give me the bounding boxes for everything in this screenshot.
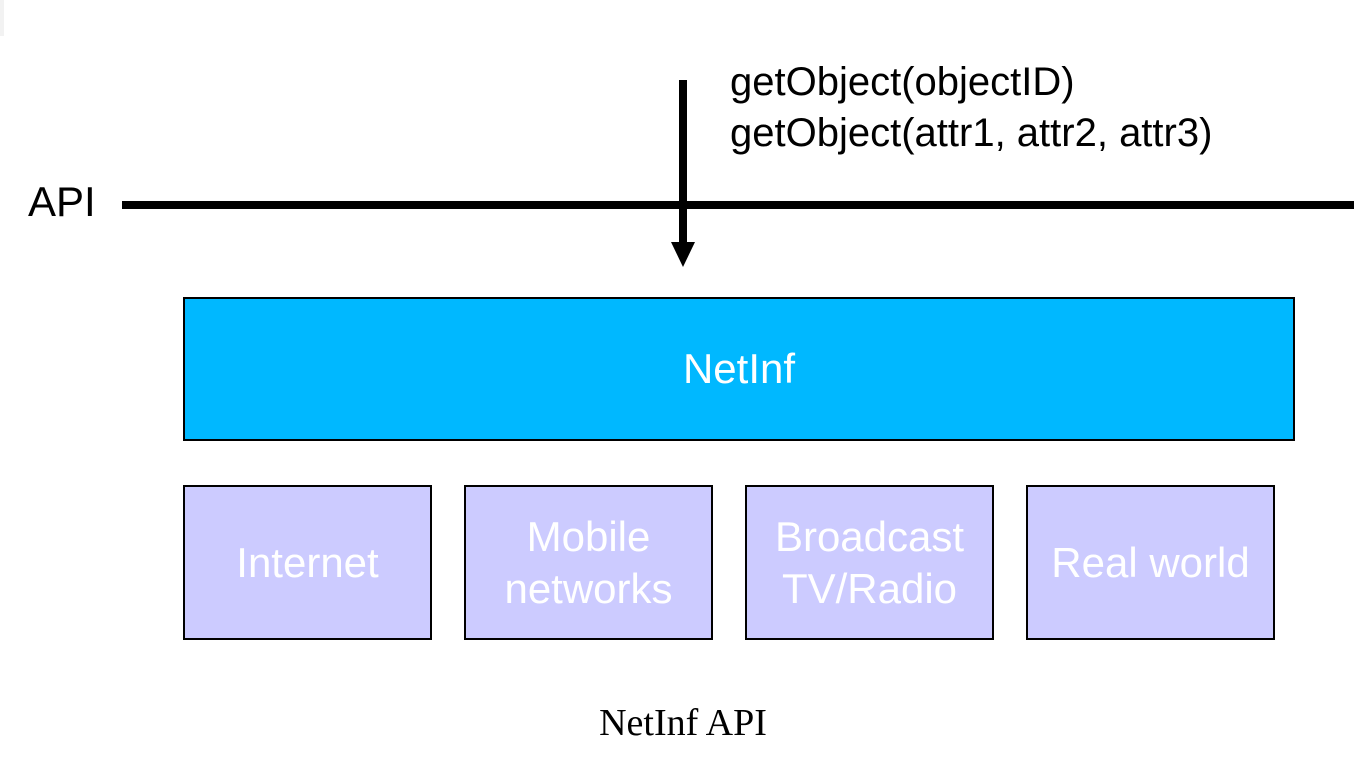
- request-arrow-shaft: [679, 80, 687, 248]
- figure-caption: NetInf API: [599, 702, 767, 744]
- call-get-object-by-attrs: getObject(attr1, attr2, attr3): [730, 111, 1213, 155]
- network-box-internet: Internet: [183, 485, 432, 640]
- netinf-box: NetInf: [183, 297, 1295, 441]
- network-box-mobile: Mobile networks: [464, 485, 713, 640]
- api-label: API: [28, 178, 96, 225]
- netinf-label: NetInf: [682, 345, 796, 392]
- api-line: [122, 201, 1354, 209]
- network-label: TV/Radio: [781, 564, 958, 612]
- call-get-object-by-id: getObject(objectID): [730, 60, 1075, 104]
- network-label: Internet: [236, 538, 379, 586]
- network-box-real-world: Real world: [1026, 485, 1275, 640]
- network-label: Mobile: [526, 512, 651, 560]
- network-label: Real world: [1051, 538, 1250, 586]
- network-label: networks: [504, 564, 673, 612]
- network-box-broadcast: Broadcast TV/Radio: [745, 485, 994, 640]
- request-arrow-head: [671, 242, 695, 267]
- network-label: Broadcast: [774, 512, 965, 560]
- corner-mark: [0, 0, 4, 36]
